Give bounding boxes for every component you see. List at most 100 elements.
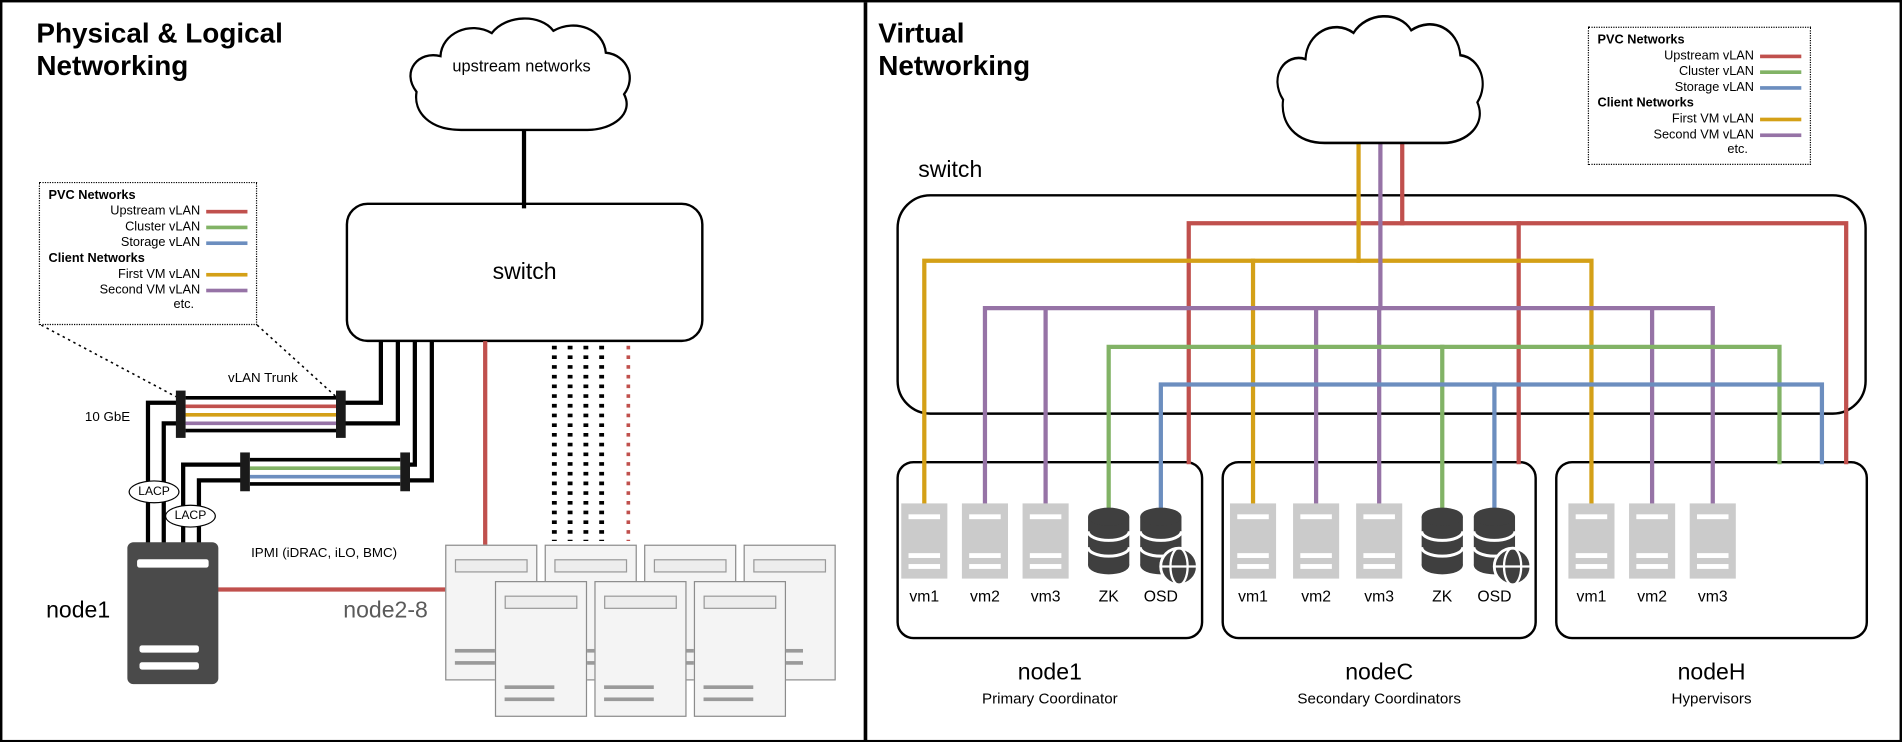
vlan-trunk-1 — [175, 390, 346, 438]
vm3-label: vm3 — [1364, 587, 1395, 606]
vm-icon — [1689, 503, 1736, 579]
legend-upstream-label: Upstream vLAN — [1664, 48, 1754, 63]
zk-label: ZK — [1098, 587, 1119, 606]
storage-vlan-color-chip — [1760, 86, 1802, 90]
legend-left: PVC Networks Upstream vLAN Cluster vLAN … — [38, 181, 258, 326]
legend-secondvm-label: Second VM vLAN — [1653, 127, 1754, 142]
globe-icon — [1158, 546, 1199, 587]
legend-storage-label: Storage vLAN — [1674, 79, 1754, 95]
nodeC-subtitle: Secondary Coordinators — [1297, 690, 1461, 708]
legend-secondvm-label: Second VM vLAN — [99, 282, 201, 297]
left-title-line1: Physical & Logical — [36, 16, 283, 49]
panel-divider — [863, 2, 868, 742]
vm3-label: vm3 — [1697, 587, 1728, 606]
lacp-oval-2: LACP — [164, 504, 216, 528]
lacp-label-2: LACP — [174, 509, 207, 523]
legend-firstvm-label: First VM vLAN — [118, 266, 201, 282]
secondvm-vlan-color-chip — [1760, 133, 1802, 138]
storage-vlan-color-chip — [206, 241, 248, 246]
right-title-line2: Networking — [878, 49, 1031, 82]
vm3-label: vm3 — [1030, 587, 1061, 606]
trunk-connector — [400, 452, 410, 492]
vm-icon — [1022, 503, 1069, 579]
legend-row-secondvm: Second VM vLAN — [1598, 127, 1802, 143]
node2-8-cabling-dotted — [551, 345, 631, 541]
vm-icon — [1293, 503, 1340, 579]
vm1-label: vm1 — [1576, 587, 1607, 606]
vm-icon — [961, 503, 1009, 579]
node1-name: node1 — [1017, 659, 1082, 686]
vm2-label: vm2 — [1301, 587, 1332, 606]
virtual-upstream-cloud — [1276, 15, 1485, 145]
legend-right: PVC Networks Upstream vLAN Cluster vLAN … — [1587, 26, 1812, 165]
legend-row-secondvm: Second VM vLAN — [49, 283, 248, 299]
zookeeper-database-icon — [1086, 507, 1131, 577]
vm-icon — [901, 503, 948, 579]
legend-row-storage: Storage vLAN — [49, 235, 248, 251]
legend-pvc-header: PVC Networks — [48, 187, 136, 203]
vlan-trunk-label: vLAN Trunk — [228, 371, 298, 386]
cluster-vlan-color-chip — [206, 225, 248, 230]
vm-icon — [1568, 503, 1615, 579]
legend-upstream-label: Upstream vLAN — [110, 203, 201, 218]
firstvm-vlan-color-chip — [206, 272, 248, 277]
right-title-line1: Virtual — [878, 16, 965, 49]
trunk-connector — [240, 452, 250, 492]
virtual-switch-box — [896, 194, 1867, 415]
right-panel-title: Virtual Networking — [878, 17, 1030, 83]
legend-row-firstvm: First VM vLAN — [1598, 112, 1802, 128]
left-panel-title: Physical & Logical Networking — [36, 17, 283, 83]
node1-subtitle: Primary Coordinator — [982, 690, 1118, 708]
legend-row-firstvm: First VM vLAN — [49, 267, 248, 283]
legend-cluster-label: Cluster vLAN — [1678, 63, 1754, 79]
globe-icon — [1492, 546, 1533, 587]
upstream-vlan-color-chip — [1760, 54, 1802, 59]
vm-icon — [1629, 503, 1676, 579]
zookeeper-database-icon — [1420, 507, 1465, 577]
node1-server-icon — [127, 542, 219, 685]
cluster-vlan-color-chip — [1760, 70, 1802, 74]
vm2-label: vm2 — [1637, 587, 1668, 606]
lacp-oval-1: LACP — [128, 480, 180, 504]
server-icon — [693, 581, 787, 717]
legend-row-cluster: Cluster vLAN — [49, 220, 248, 236]
trunk-connector — [336, 390, 346, 438]
legend-callout-lines — [40, 324, 337, 398]
upstream-cloud-label: upstream networks — [452, 57, 591, 76]
legend-cluster-label: Cluster vLAN — [125, 219, 201, 234]
upstream-vlan-color-chip — [206, 209, 248, 214]
node1-label: node1 — [46, 598, 111, 624]
legend-row-upstream: Upstream vLAN — [1598, 49, 1802, 65]
vlan-trunk-2 — [240, 452, 410, 492]
legend-pvc-header: PVC Networks — [1597, 32, 1685, 47]
legend-row-storage: Storage vLAN — [1598, 80, 1802, 96]
legend-client-header: Client Networks — [48, 250, 145, 266]
vm-icon — [1229, 503, 1277, 579]
osd-label: OSD — [1477, 587, 1512, 606]
trunk-connector — [175, 390, 186, 438]
virtual-switch-label: switch — [918, 157, 983, 184]
legend-client-header: Client Networks — [1597, 95, 1694, 111]
left-title-line2: Networking — [36, 49, 189, 82]
physical-switch-box: switch — [345, 202, 704, 343]
vm-icon — [1356, 503, 1403, 579]
server-icon — [494, 581, 588, 717]
legend-etc-label: etc. — [173, 297, 195, 312]
nodeH-name: nodeH — [1677, 659, 1746, 686]
ipmi-label: IPMI (iDRAC, iLO, BMC) — [251, 545, 398, 561]
nodeH-subtitle: Hypervisors — [1671, 690, 1752, 708]
physical-switch-label: switch — [492, 258, 557, 285]
legend-firstvm-label: First VM vLAN — [1671, 111, 1754, 126]
legend-storage-label: Storage vLAN — [120, 234, 201, 250]
speed-label: 10 GbE — [84, 409, 131, 425]
osd-label: OSD — [1143, 587, 1178, 606]
vm2-label: vm2 — [970, 587, 1000, 606]
secondvm-vlan-color-chip — [206, 288, 248, 293]
node2-8-label: node2-8 — [343, 598, 428, 624]
vm1-label: vm1 — [1238, 587, 1268, 606]
legend-row-upstream: Upstream vLAN — [49, 204, 248, 220]
firstvm-vlan-color-chip — [1760, 117, 1802, 122]
legend-etc-label: etc. — [1727, 141, 1748, 157]
